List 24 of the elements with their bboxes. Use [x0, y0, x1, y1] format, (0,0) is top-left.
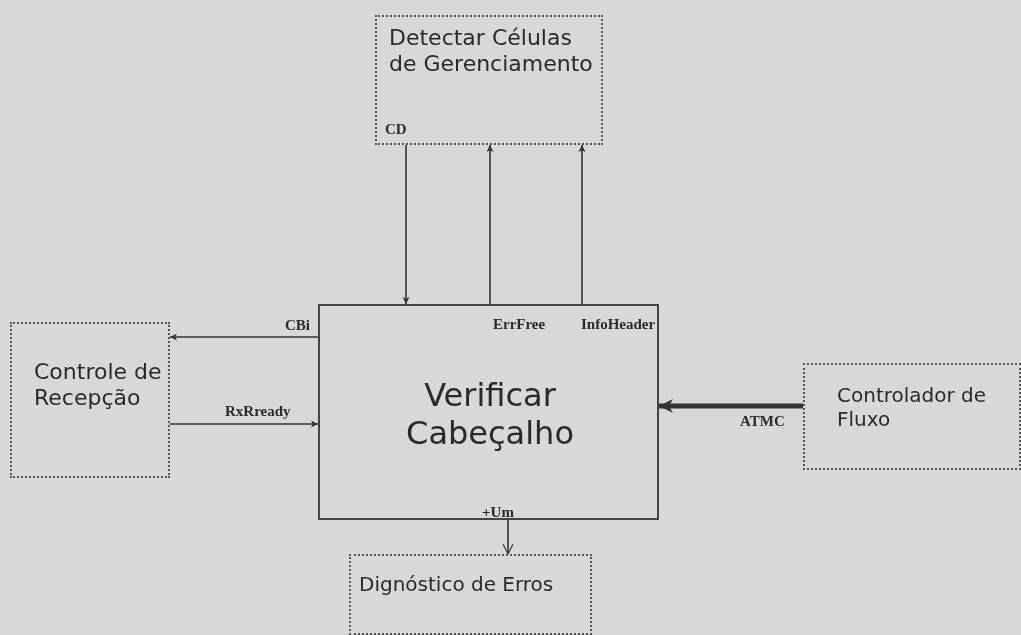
arrow	[502, 519, 514, 555]
signal-name: +Um	[482, 505, 514, 520]
signal-name: InfoHeader	[581, 317, 656, 332]
process-box	[375, 15, 603, 145]
arrow	[486, 144, 494, 305]
process-box	[803, 363, 1021, 470]
arrow	[659, 399, 803, 413]
arrow	[402, 144, 410, 305]
arrow	[578, 144, 586, 305]
box-label: Controle de Recepção	[34, 359, 163, 412]
box-label: Detectar Células de Gerenciamento	[389, 25, 594, 78]
process-box	[318, 304, 659, 520]
box-label: Verificar Cabeçalho	[405, 376, 575, 453]
process-box	[10, 322, 170, 478]
process-box	[349, 554, 592, 635]
box-label: Dignóstico de Erros	[359, 572, 555, 596]
signal-name: CD	[385, 122, 407, 137]
box-label: Controlador de Fluxo	[837, 383, 988, 431]
arrow	[169, 420, 319, 428]
signal-name: RxRready	[225, 404, 291, 419]
signal-name: ErrFree	[493, 317, 546, 332]
signal-name: ATMC	[740, 414, 785, 429]
signal-name: CBi	[285, 318, 310, 333]
arrow	[169, 333, 319, 341]
